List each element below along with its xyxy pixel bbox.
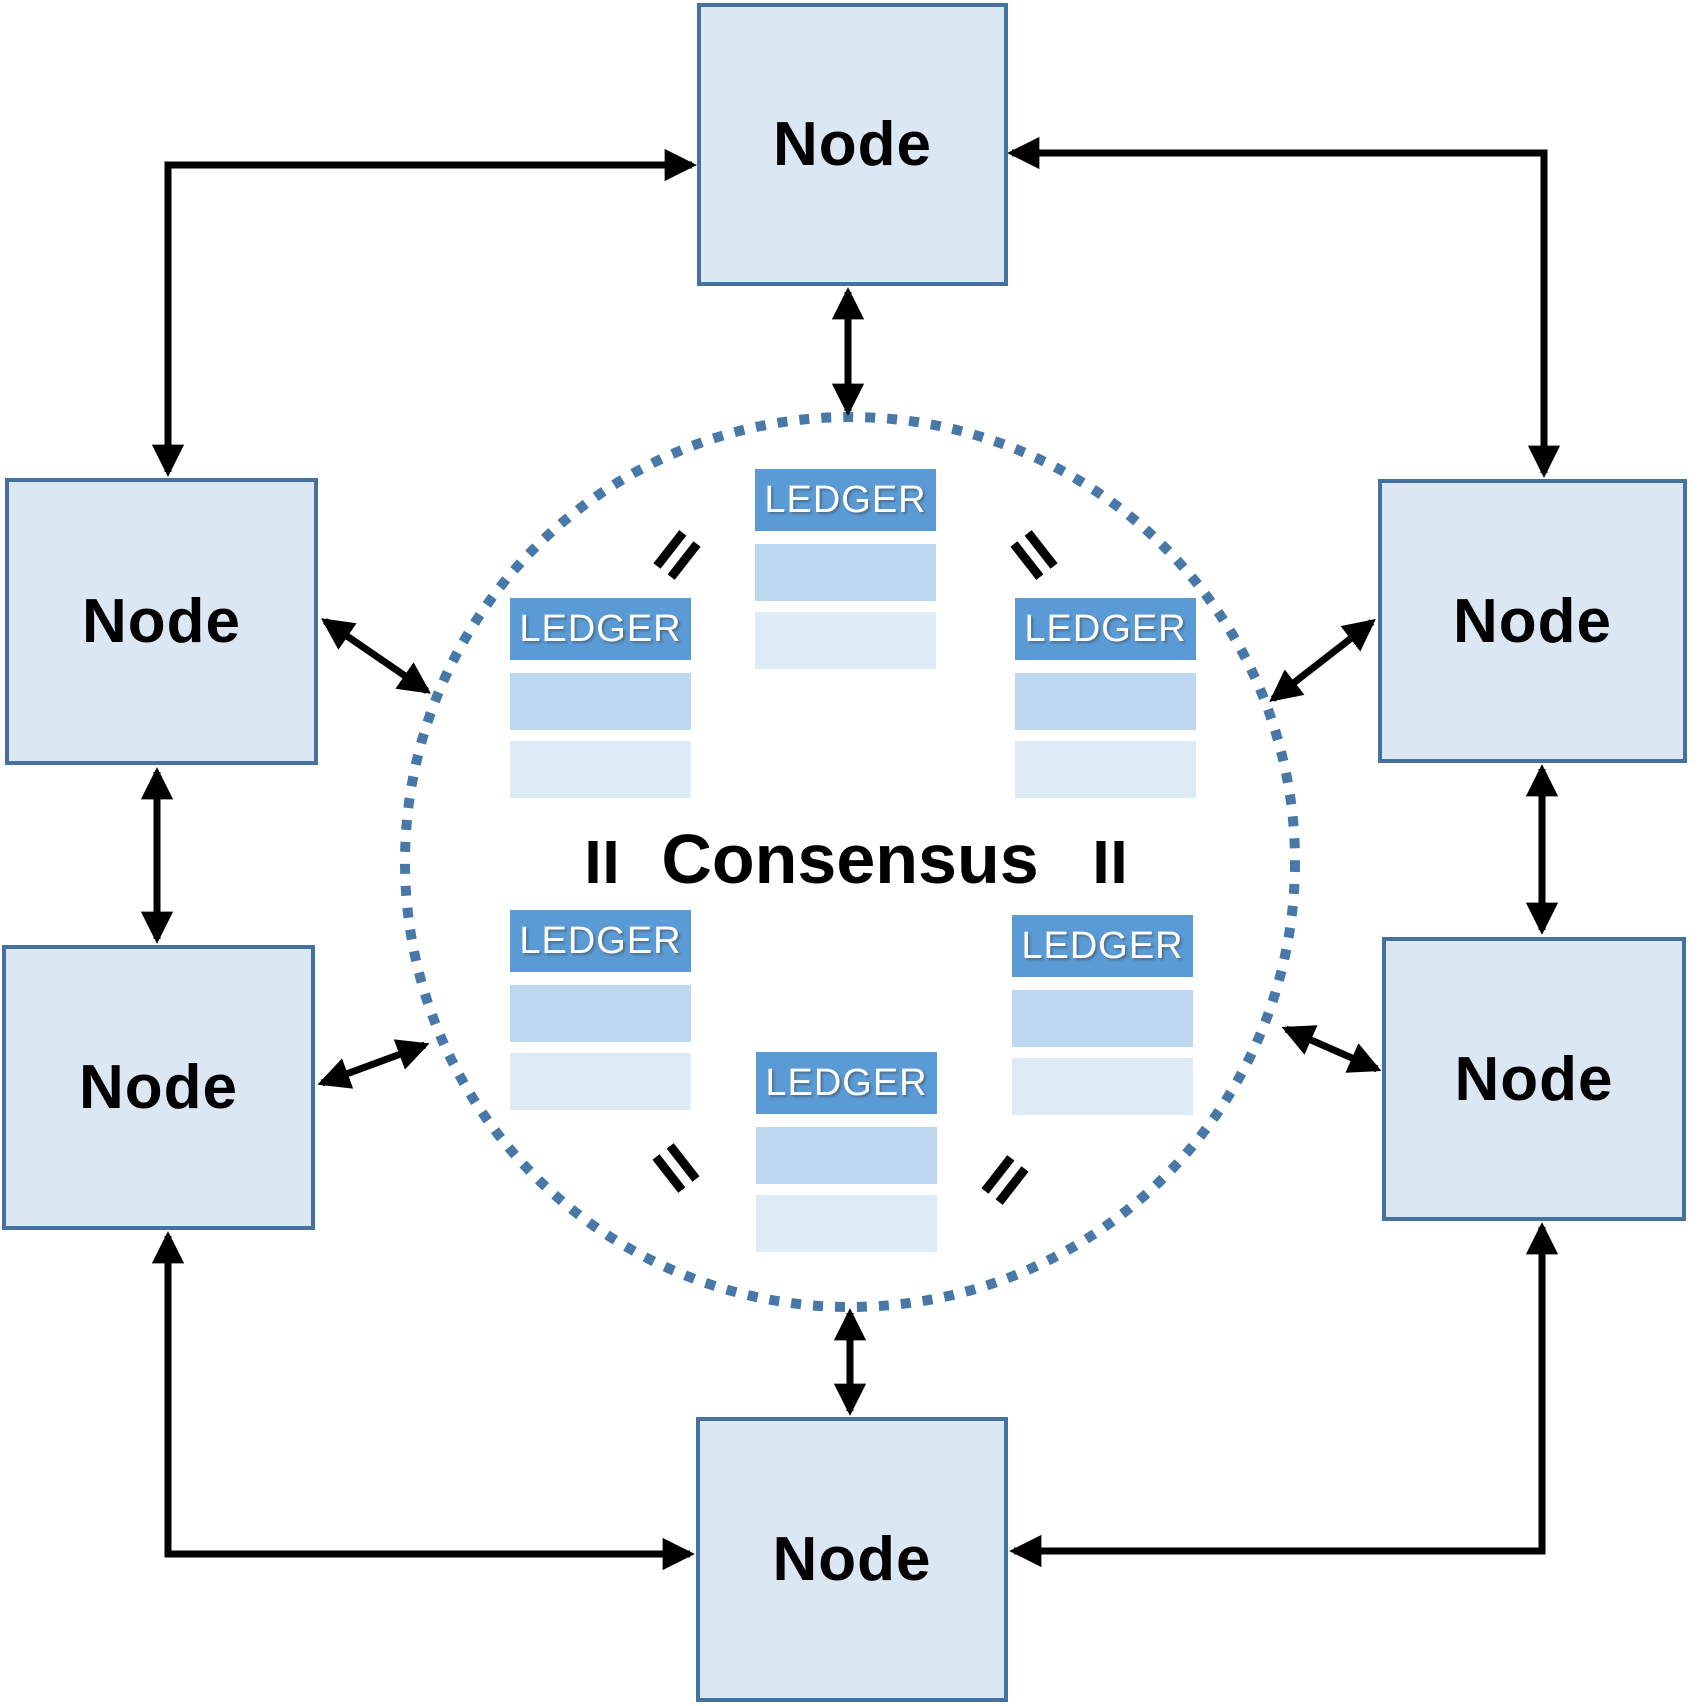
equals-icon [1010, 530, 1058, 580]
arrow-leftbottom-to-bottom [151, 1231, 695, 1571]
node-label: Node [82, 587, 241, 656]
ledger-row [510, 985, 691, 1042]
equals-icon [653, 530, 701, 580]
node-box-bottom: Node [696, 1417, 1008, 1702]
arrow-lefttop-to-circle [321, 618, 431, 694]
ledger-header: LEDGER [756, 1052, 937, 1114]
node-box-right-top: Node [1378, 479, 1687, 763]
node-label: Node [773, 110, 932, 179]
equals-icon [1096, 841, 1124, 883]
ledger-header: LEDGER [510, 910, 691, 972]
arrow-rightbottom-to-circle [1281, 1025, 1382, 1073]
node-label: Node [772, 1525, 932, 1594]
consensus-title: Consensus [661, 819, 1039, 898]
node-box-top: Node [697, 3, 1008, 286]
ledger-table-upper-left: LEDGER [510, 598, 691, 798]
equals-icon [652, 1143, 700, 1193]
ledger-table-lower-right: LEDGER [1012, 915, 1193, 1115]
ledger-row [755, 544, 936, 601]
equals-icon [981, 1155, 1029, 1205]
ledger-header: LEDGER [1015, 598, 1196, 660]
node-label: Node [1453, 586, 1612, 656]
ledger-table-bottom-center: LEDGER [756, 1052, 937, 1252]
node-label: Node [79, 1053, 238, 1122]
node-label: Node [1454, 1044, 1614, 1114]
ledger-row [756, 1127, 937, 1184]
equals-icon [588, 841, 616, 883]
ledger-header: LEDGER [755, 469, 936, 531]
arrow-lefttop-to-top [151, 148, 697, 477]
ledger-row [1012, 1058, 1193, 1115]
node-box-right-bottom: Node [1382, 937, 1686, 1221]
ledger-table-top-center: LEDGER [755, 469, 936, 669]
ledger-row [510, 673, 691, 730]
arrow-righttop-to-circle [1269, 619, 1376, 702]
node-box-left-top: Node [5, 478, 318, 765]
ledger-row [1015, 741, 1196, 798]
ledger-row [1015, 673, 1196, 730]
ledger-row [510, 1053, 691, 1110]
ledger-row [755, 612, 936, 669]
ledger-table-lower-left: LEDGER [510, 910, 691, 1110]
node-box-left-bottom: Node [2, 945, 315, 1230]
ledger-header: LEDGER [510, 598, 691, 660]
arrow-leftbottom-to-circle [317, 1039, 430, 1089]
ledger-row [756, 1195, 937, 1252]
ledger-row [1012, 990, 1193, 1047]
arrow-rightbottom-to-bottom [1009, 1222, 1559, 1568]
arrow-righttop-to-top [1007, 136, 1561, 478]
ledger-row [510, 741, 691, 798]
ledger-header: LEDGER [1012, 915, 1193, 977]
ledger-table-upper-right: LEDGER [1015, 598, 1196, 798]
